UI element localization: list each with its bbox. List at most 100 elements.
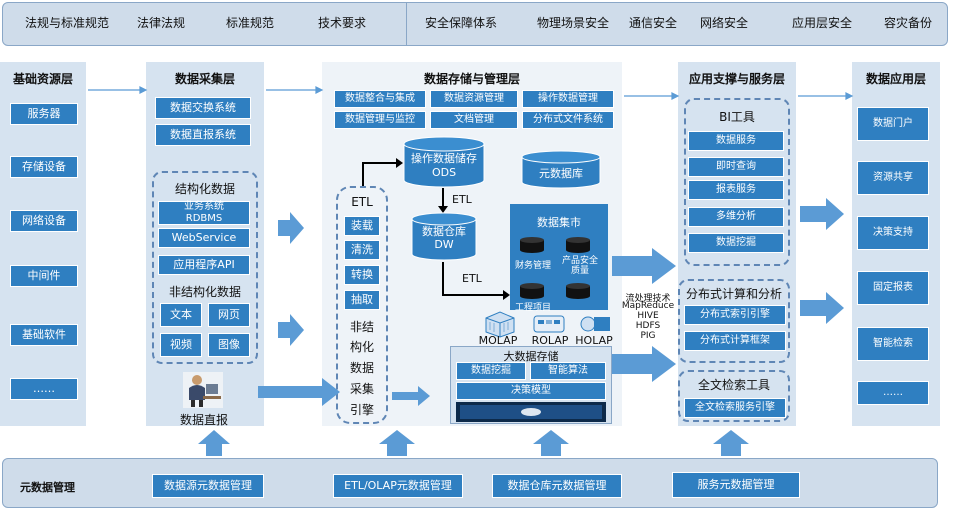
webservice-item: WebService <box>158 228 250 248</box>
data-app-decision-support: 决策支持 <box>857 216 929 250</box>
data-app-portal: 数据门户 <box>857 107 929 141</box>
bi-tools-group <box>684 98 790 266</box>
bi-tools-title: BI工具 <box>719 110 755 124</box>
dw-cylinder <box>411 212 477 261</box>
bigdata-mining: 数据挖掘 <box>456 362 526 380</box>
fat-arrow-2 <box>278 314 304 346</box>
tech-line-1: 流处理技术 <box>625 294 671 304</box>
ods-to-dw-arrow <box>442 188 444 210</box>
mart-item-projects: 工程项目 <box>514 303 551 313</box>
metadata-db-label: 元数据库 <box>539 167 583 180</box>
basic-resource-server: 服务器 <box>10 103 78 125</box>
top-item-regulations: 法规与标准规范 <box>25 16 110 30</box>
holap-label: HOLAP <box>575 334 613 347</box>
bigdata-algorithm: 智能算法 <box>530 362 606 380</box>
ods-label: 操作数据储存 ODS <box>411 152 477 179</box>
dw-label: 数据仓库 DW <box>422 225 466 251</box>
bigdata-title: 大数据存储 <box>503 350 559 363</box>
dist-compute-framework: 分布式计算框架 <box>684 331 786 351</box>
data-collection-title: 数据采集层 <box>174 72 235 86</box>
mart-item-finance: 财务管理 <box>514 261 551 271</box>
mart-db-icon-4 <box>566 283 590 299</box>
up-arrow-3 <box>533 430 569 456</box>
bi-olap-analysis: 多维分析 <box>688 207 784 227</box>
bigdata-decision-model: 决策模型 <box>456 382 606 400</box>
top-item-standards: 标准规范 <box>226 16 275 30</box>
etl-bottom-line-1: 非结 <box>349 320 374 334</box>
holap-icon <box>580 316 610 332</box>
metadata-item-source: 数据源元数据管理 <box>152 474 264 498</box>
basic-resource-storage: 存储设备 <box>10 156 78 178</box>
dw-to-mart-line-h <box>442 294 504 296</box>
distributed-fs: 分布式文件系统 <box>522 111 614 129</box>
top-item-disaster-backup: 容灾备份 <box>884 16 933 30</box>
up-arrow-2 <box>379 430 415 456</box>
data-resource-mgmt: 数据资源管理 <box>430 90 518 108</box>
bi-data-mining: 数据挖掘 <box>688 233 784 253</box>
mart-item-product-quality: 产品安全 质量 <box>561 256 598 276</box>
basic-resources-title: 基础资源层 <box>12 72 73 86</box>
etl-group <box>336 186 388 424</box>
top-item-app-security: 应用层安全 <box>792 16 853 30</box>
bi-report-service: 报表服务 <box>688 180 784 200</box>
unstructured-video: 视频 <box>160 333 202 357</box>
metadata-title: 元数据管理 <box>20 481 75 494</box>
data-app-fixed-reports: 固定报表 <box>857 271 929 305</box>
top-band <box>2 2 948 46</box>
fat-arrow-3 <box>258 378 340 406</box>
data-mart-title: 数据集市 <box>537 216 581 229</box>
bi-data-service: 数据服务 <box>688 131 784 151</box>
etl-bottom-line-2: 构化 <box>349 340 374 354</box>
etl-label-2: ETL <box>462 272 482 285</box>
storage-title: 数据存储与管理层 <box>423 72 520 86</box>
app-support-title: 应用支撑与服务层 <box>688 72 785 86</box>
dist-index-engine: 分布式索引引擎 <box>684 305 786 325</box>
dist-compute-group <box>678 279 790 363</box>
data-direct-report-system: 数据直报系统 <box>155 124 251 146</box>
data-app-resource-sharing: 资源共享 <box>857 161 929 195</box>
etl-title: ETL <box>351 195 373 209</box>
basic-resource-more: …… <box>10 378 78 400</box>
etl-extract: 抽取 <box>344 290 380 310</box>
fulltext-search-group <box>678 370 790 422</box>
fat-arrow-5 <box>612 248 676 284</box>
unstructured-text: 文本 <box>160 303 202 327</box>
fat-arrow-1 <box>278 212 304 244</box>
structured-data-group <box>152 171 258 364</box>
data-exchange-system: 数据交换系统 <box>155 97 251 119</box>
top-item-tech-requirements: 技术要求 <box>318 16 367 30</box>
etl-transform: 转换 <box>344 265 380 285</box>
top-item-laws: 法律法规 <box>137 16 186 30</box>
etl-load: 装载 <box>344 216 380 236</box>
etl-to-ods-arrowhead <box>396 158 403 168</box>
etl-bottom-line-4: 采集 <box>349 382 374 396</box>
bi-instant-query: 即时查询 <box>688 157 784 177</box>
server-rack-icon <box>456 402 606 422</box>
top-item-comm-security: 通信安全 <box>629 16 678 30</box>
fat-arrow-4 <box>392 386 430 406</box>
top-item-physical-security: 物理场景安全 <box>537 16 610 30</box>
metadata-item-service: 服务元数据管理 <box>672 472 800 498</box>
app-api-item: 应用程序API <box>158 255 250 275</box>
tech-line-3: HIVE <box>637 311 659 321</box>
etl-bottom-line-3: 数据 <box>349 361 374 375</box>
tech-line-5: PIG <box>640 331 656 341</box>
fat-arrow-7 <box>800 198 844 230</box>
dw-to-mart-line-v <box>442 262 444 296</box>
data-app-smart-search: 智能检索 <box>857 327 929 361</box>
rolap-icon <box>533 315 565 333</box>
operational-data-mgmt: 操作数据管理 <box>522 90 614 108</box>
tech-line-4: HDFS <box>635 321 661 331</box>
basic-resource-network: 网络设备 <box>10 210 78 232</box>
etl-bottom-line-5: 引擎 <box>349 403 374 417</box>
data-app-title: 数据应用层 <box>865 72 926 86</box>
basic-resource-software: 基础软件 <box>10 324 78 346</box>
data-app-more: …… <box>857 381 929 405</box>
ods-to-dw-arrowhead <box>438 206 448 213</box>
tech-line-2: MapReduce <box>621 301 675 311</box>
basic-resource-middleware: 中间件 <box>10 265 78 287</box>
structured-data-title: 结构化数据 <box>174 182 235 196</box>
top-band-divider <box>406 3 407 45</box>
ods-cylinder <box>403 136 485 188</box>
up-arrow-4 <box>713 430 749 456</box>
